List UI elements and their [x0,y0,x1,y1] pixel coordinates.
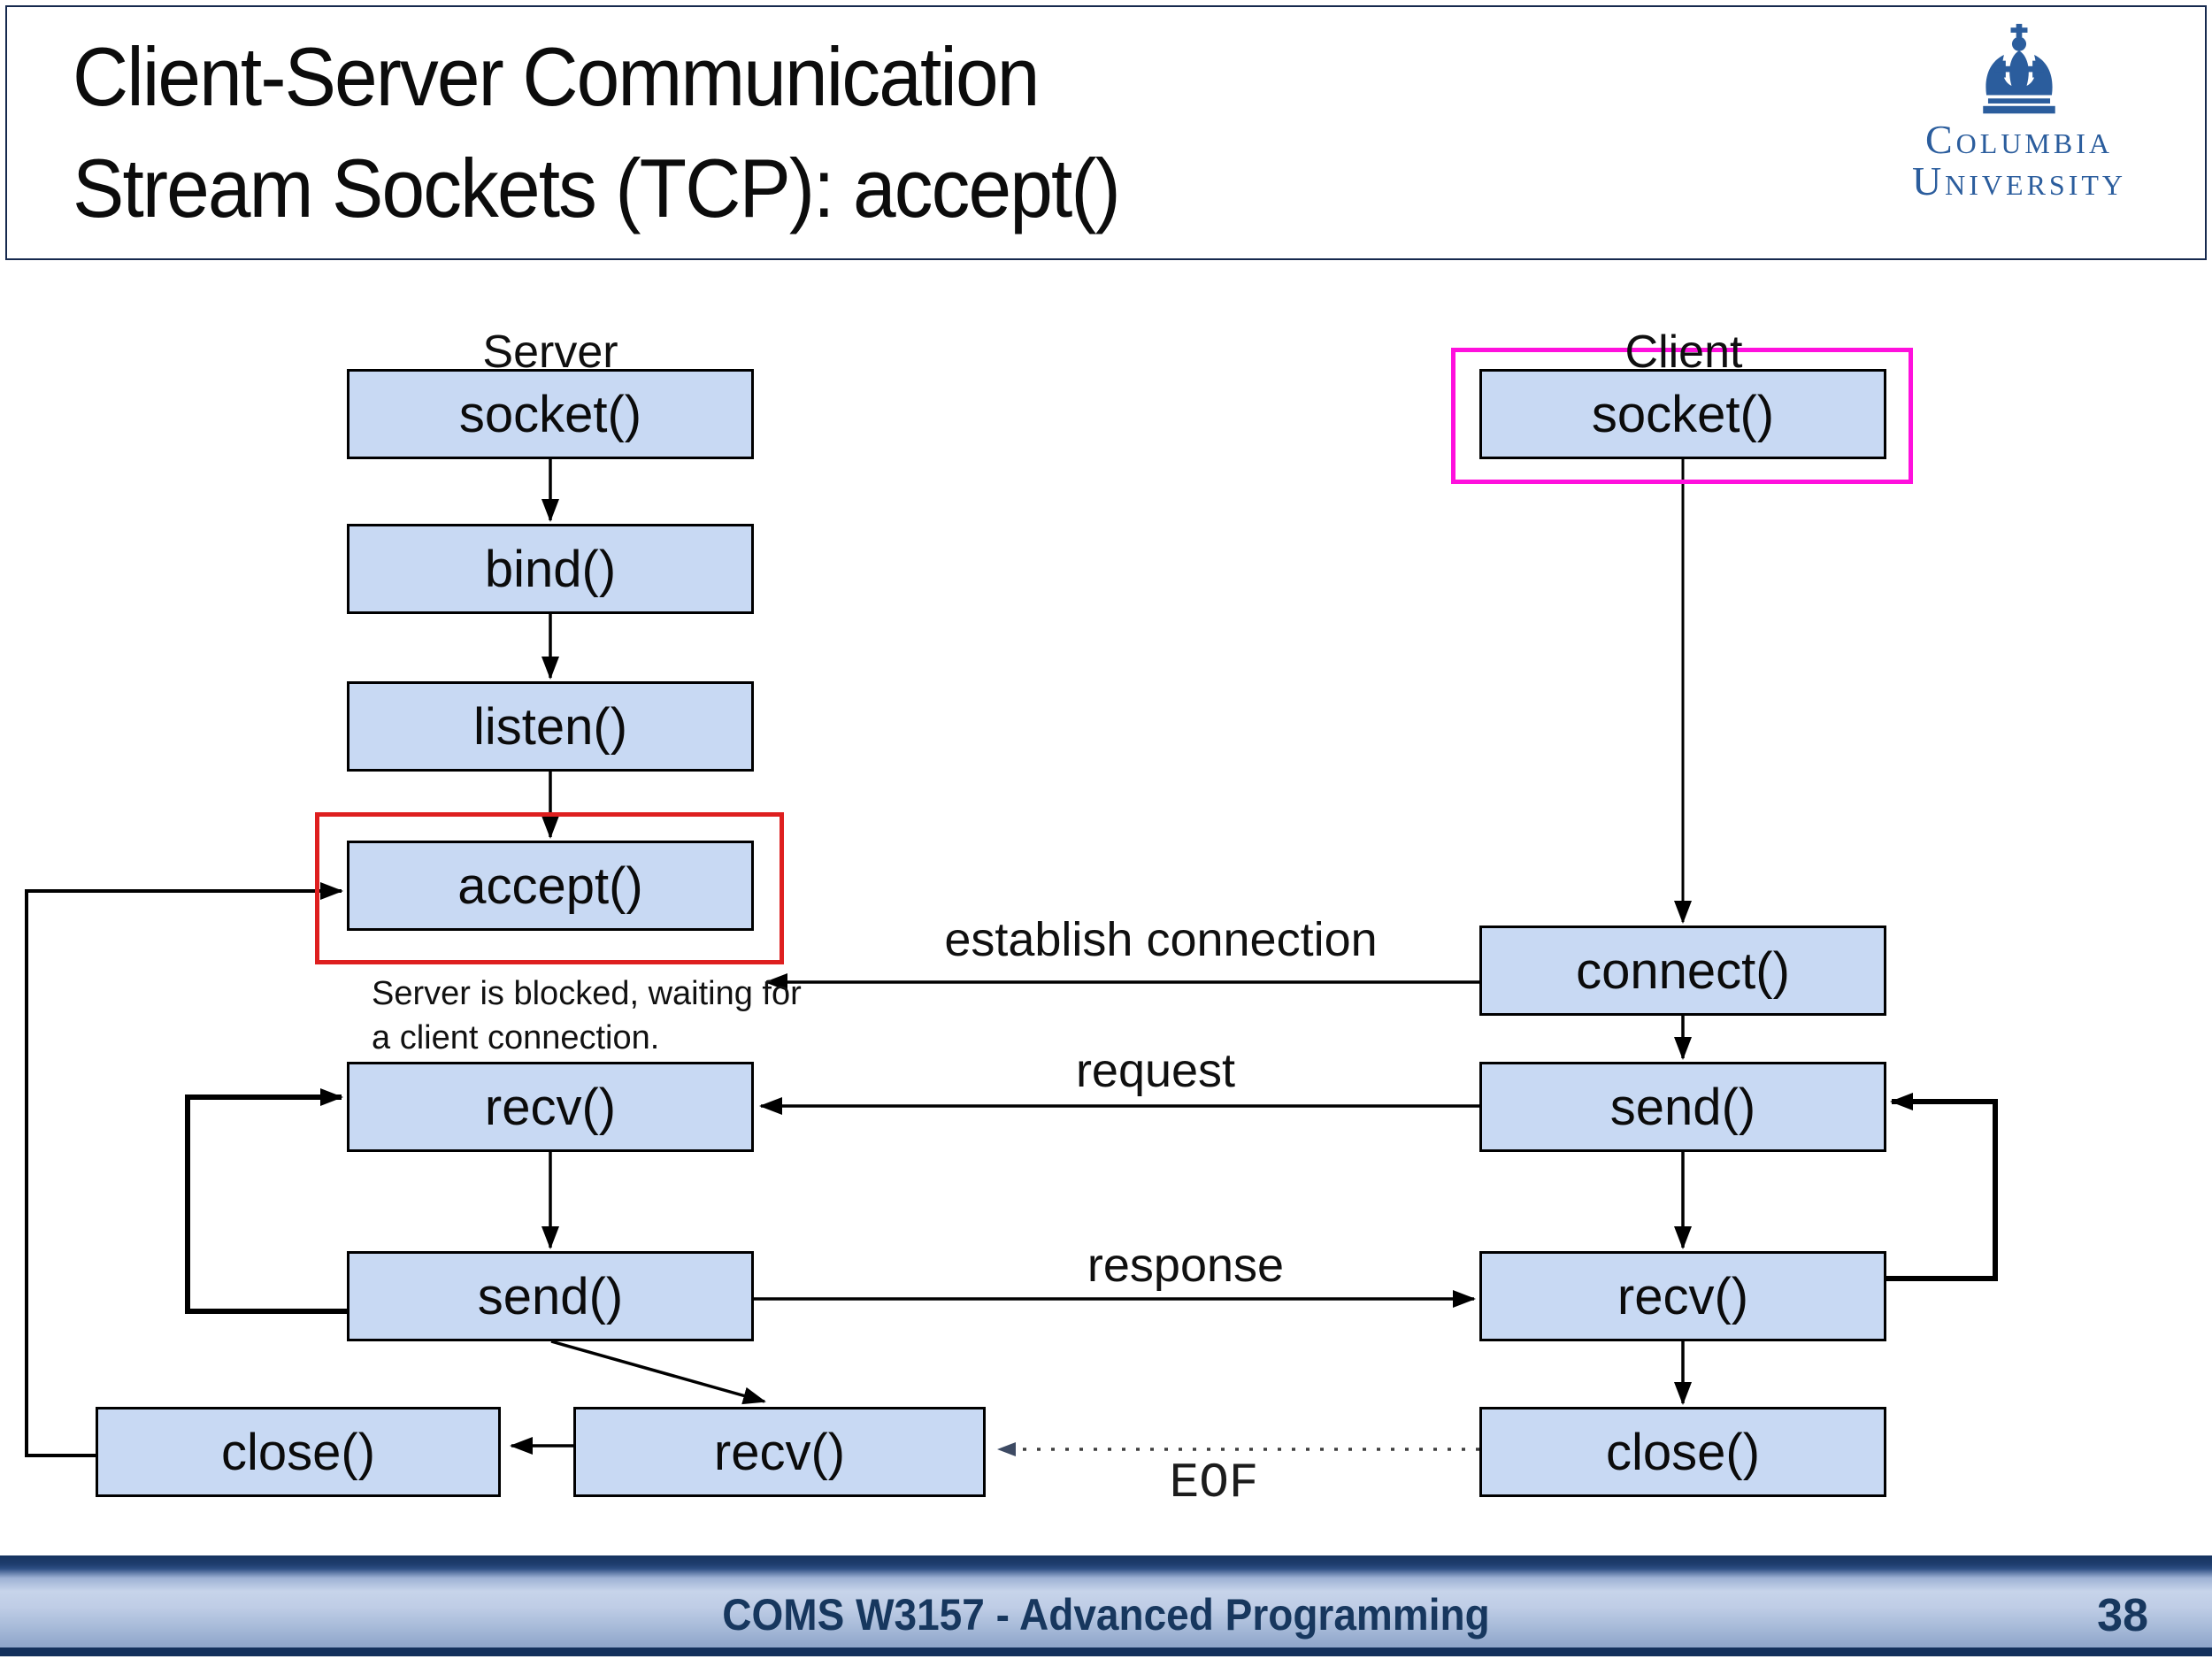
slide-title-line1: Client-Server Communication [73,30,1040,123]
loop-server-send-to-recv [185,1088,347,1314]
columbia-crown-icon [1983,23,2055,114]
client-column-label: Client [1624,326,1743,378]
node-server-recv2: recv() [573,1407,986,1497]
columbia-logo-line2: University [1911,158,2127,204]
node-server-accept: accept() [347,841,754,931]
slide-header: Client-Server Communication Stream Socke… [5,5,2207,260]
loop-client-recv-to-send [1886,1093,1998,1281]
node-client-recv: recv() [1479,1251,1886,1341]
accept-highlight-red-box [315,812,784,964]
footer-bottom-strip [0,1647,2212,1656]
node-server-bind: bind() [347,524,754,614]
slide-title: Client-Server Communication Stream Socke… [73,21,1121,244]
server-blocked-note-line2: a client connection. [372,1019,660,1056]
request-label: request [1075,1044,1236,1097]
footer-course-label: COMS W3157 - Advanced Programming [722,1590,1490,1640]
server-blocked-note: Server is blocked, waiting for a client … [372,972,802,1060]
response-label: response [1087,1239,1285,1292]
slide-title-line2: Stream Sockets (TCP): accept() [73,142,1121,234]
node-server-listen: listen() [347,681,754,772]
node-server-socket: socket() [347,369,754,459]
arrow-server-send-to-recv2 [550,1340,766,1405]
node-client-send: send() [1479,1062,1886,1152]
node-client-close: close() [1479,1407,1886,1497]
node-server-close: close() [96,1407,501,1497]
slide-footer [0,1555,2212,1649]
node-client-socket: socket() [1479,369,1886,459]
footer-page-number: 38 [2097,1590,2148,1641]
node-server-recv: recv() [347,1062,754,1152]
node-client-connect: connect() [1479,926,1886,1016]
server-column-label: Server [482,326,618,378]
columbia-logo: Columbia University [1869,23,2170,202]
columbia-logo-line1: Columbia [1924,117,2113,162]
loop-close-to-accept [25,882,343,1457]
establish-connection-label: establish connection [944,913,1378,966]
node-server-send: send() [347,1251,754,1341]
eof-label: EOF [1169,1455,1259,1511]
server-blocked-note-line1: Server is blocked, waiting for [372,975,802,1012]
